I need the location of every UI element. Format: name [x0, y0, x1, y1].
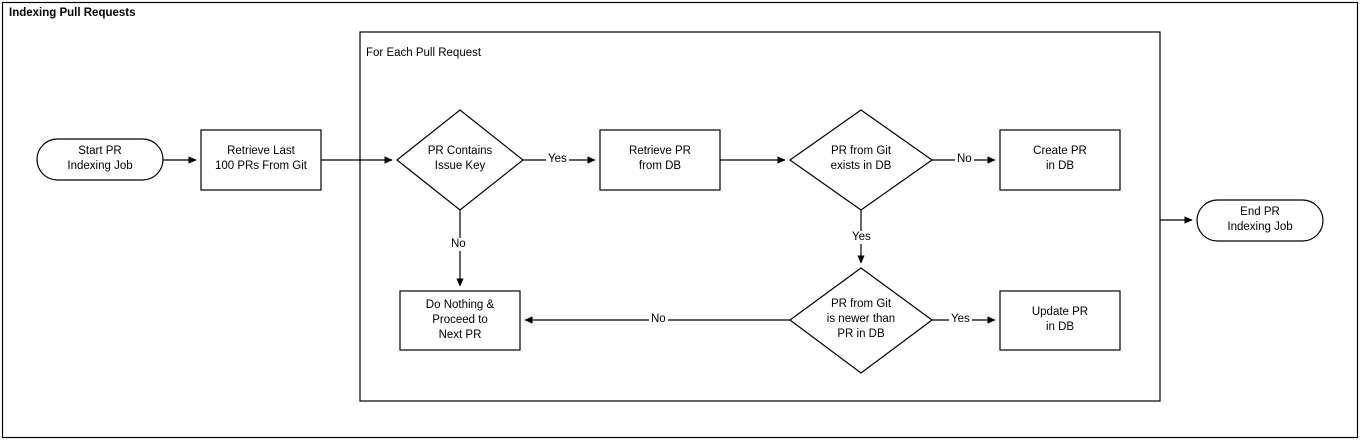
- node-retrieve-last-100-prs[interactable]: [200, 129, 322, 191]
- node-retrieve-pr-from-db[interactable]: [599, 129, 721, 191]
- node-do-nothing-proceed[interactable]: [399, 290, 521, 351]
- subgraph-title: For Each Pull Request: [366, 47, 482, 59]
- edge-label-exists-db-yes: Yes: [850, 231, 873, 244]
- node-create-pr-in-db[interactable]: [999, 129, 1121, 191]
- page-title: Indexing Pull Requests: [9, 7, 136, 19]
- node-end[interactable]: [1196, 199, 1324, 242]
- subgraph-frame: [359, 31, 1161, 402]
- edge-label-exists-db-no: No: [955, 153, 974, 166]
- edge-label-has-key-yes: Yes: [546, 153, 569, 166]
- node-update-pr-in-db[interactable]: [999, 290, 1121, 351]
- node-pr-is-newer[interactable]: [788, 267, 934, 374]
- edge-label-is-newer-no: No: [649, 313, 668, 326]
- edge-label-has-key-no: No: [449, 238, 468, 251]
- edge-label-is-newer-yes: Yes: [949, 313, 972, 326]
- node-start[interactable]: [36, 138, 164, 181]
- node-pr-exists-in-db[interactable]: [788, 109, 934, 211]
- node-pr-contains-issue-key[interactable]: [396, 109, 524, 211]
